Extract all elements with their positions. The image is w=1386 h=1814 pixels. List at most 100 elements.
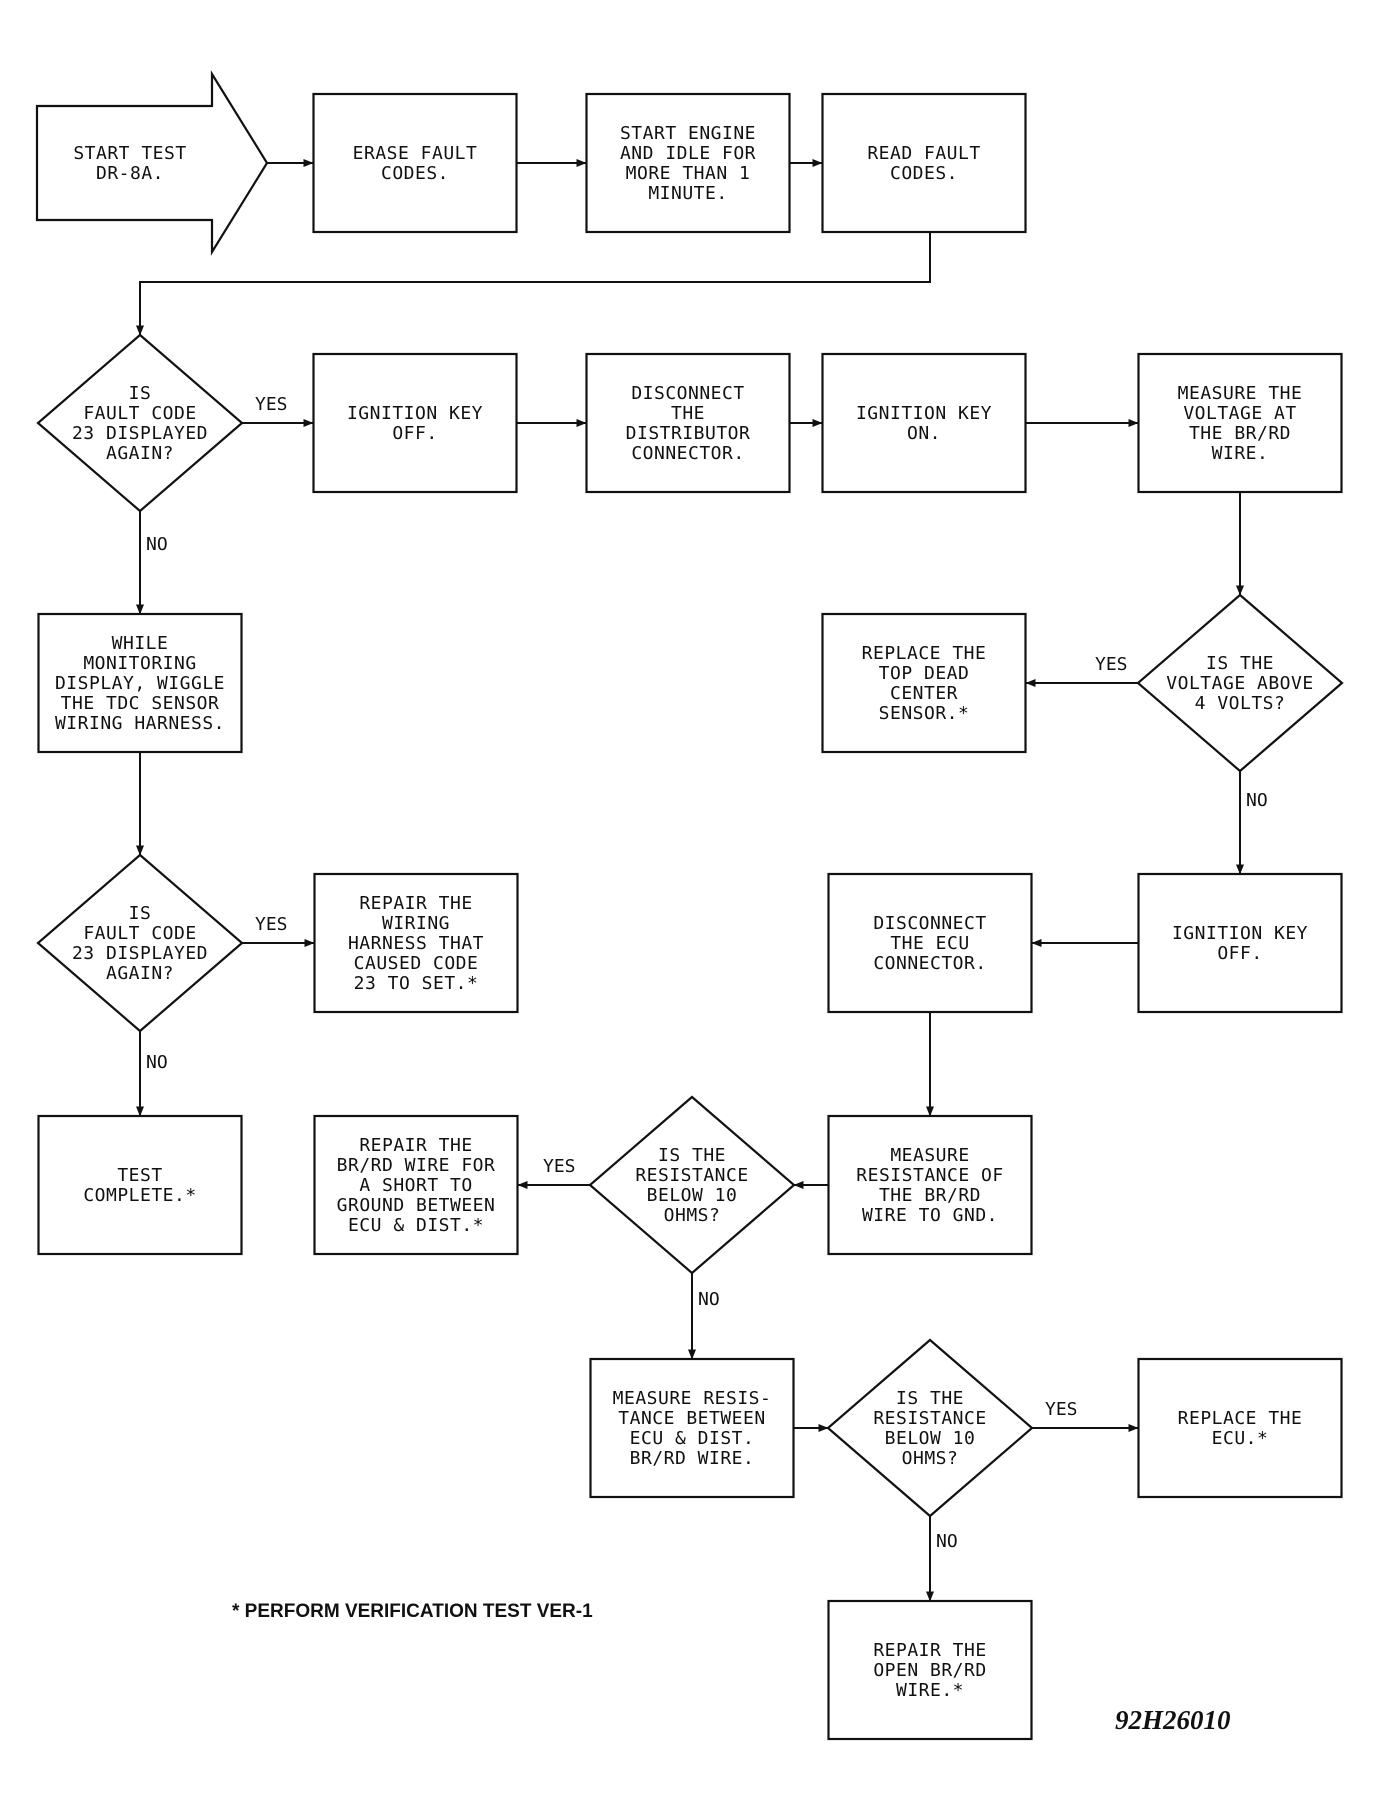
connector-label-yes: YES [255, 394, 288, 415]
node-text: THE BR/RD [879, 1185, 981, 1206]
node-text: IS THE [658, 1145, 726, 1166]
node-text: VOLTAGE ABOVE [1166, 673, 1313, 694]
node-text: THE [671, 403, 705, 424]
node-text: MEASURE THE [1178, 383, 1303, 404]
node-text: A SHORT TO [359, 1175, 472, 1196]
node-text: REPAIR THE [873, 1640, 986, 1661]
node-text: AND IDLE FOR [620, 143, 756, 164]
node-text: IS THE [1206, 653, 1274, 674]
node-text: COMPLETE.* [83, 1185, 196, 1206]
node-text: 23 DISPLAYED [72, 943, 208, 964]
connectors [136, 159, 1244, 1602]
node-text: CODES. [890, 163, 958, 184]
node-text: TEST [117, 1165, 162, 1186]
connector-label-no: NO [146, 1052, 168, 1073]
node-text: RESISTANCE [635, 1165, 748, 1186]
connector-label-no: NO [1246, 790, 1268, 811]
node-text: CONNECTOR. [873, 953, 986, 974]
node-text: ERASE FAULT [353, 143, 478, 164]
node-text: REPLACE THE [1178, 1408, 1303, 1429]
node-text: TOP DEAD [879, 663, 970, 684]
node-text: IGNITION KEY [856, 403, 992, 424]
node-text: MONITORING [83, 653, 196, 674]
node-text: WIRE TO GND. [862, 1205, 998, 1226]
node-text: WHILE [112, 633, 169, 654]
node-text: DISCONNECT [873, 913, 986, 934]
node-text: BR/RD WIRE FOR [337, 1155, 496, 1176]
node-text: WIRING [382, 913, 450, 934]
node-text: REPLACE THE [862, 643, 987, 664]
node-text: ON. [907, 423, 941, 444]
connector-label-no: NO [146, 534, 168, 555]
node-text: 4 VOLTS? [1195, 693, 1286, 714]
node-text: BELOW 10 [647, 1185, 738, 1206]
node-text: RESISTANCE OF [856, 1165, 1003, 1186]
node-text: MORE THAN 1 [626, 163, 751, 184]
node-text: THE TDC SENSOR [61, 693, 220, 714]
node-text: OHMS? [664, 1205, 721, 1226]
node-text: ECU & DIST. [630, 1428, 755, 1449]
node-text: OFF. [1217, 943, 1262, 964]
node-text: REPAIR THE [359, 893, 472, 914]
node-text: WIRE.* [896, 1680, 964, 1701]
node-text: AGAIN? [106, 443, 174, 464]
node-text: TANCE BETWEEN [618, 1408, 765, 1429]
node-text: CONNECTOR. [631, 443, 744, 464]
node-text: DISTRIBUTOR [626, 423, 751, 444]
node-text: RESISTANCE [873, 1408, 986, 1429]
node-text: THE ECU [890, 933, 969, 954]
node-text: IGNITION KEY [347, 403, 483, 424]
node-text: REPAIR THE [359, 1135, 472, 1156]
node-text: BELOW 10 [885, 1428, 976, 1449]
node-text: MINUTE. [648, 183, 727, 204]
node-text: ECU & DIST.* [348, 1215, 484, 1236]
node-text: WIRE. [1212, 443, 1269, 464]
node-text: 23 DISPLAYED [72, 423, 208, 444]
node-text: THE BR/RD [1189, 423, 1291, 444]
node-text: OPEN BR/RD [873, 1660, 986, 1681]
connector-label-yes: YES [255, 914, 288, 935]
node-text: START TEST [73, 143, 186, 164]
node-text: OFF. [392, 423, 437, 444]
node-text: ECU.* [1212, 1428, 1269, 1449]
figure-id: 92H26010 [1115, 1705, 1231, 1735]
node-text: SENSOR.* [879, 703, 970, 724]
node-text: 23 TO SET.* [354, 973, 479, 994]
node-text: DISCONNECT [631, 383, 744, 404]
node-text: WIRING HARNESS. [55, 713, 225, 734]
node-text: VOLTAGE AT [1183, 403, 1296, 424]
node-text: OHMS? [902, 1448, 959, 1469]
footnote: * PERFORM VERIFICATION TEST VER-1 [232, 1601, 593, 1622]
node-text: CODES. [381, 163, 449, 184]
node-text: IS [129, 903, 152, 924]
node-text: BR/RD WIRE. [630, 1448, 755, 1469]
connector-label-no: NO [698, 1289, 720, 1310]
node-text: IGNITION KEY [1172, 923, 1308, 944]
connector-label-yes: YES [543, 1156, 576, 1177]
node-text: GROUND BETWEEN [337, 1195, 496, 1216]
node-text: MEASURE RESIS- [613, 1388, 772, 1409]
